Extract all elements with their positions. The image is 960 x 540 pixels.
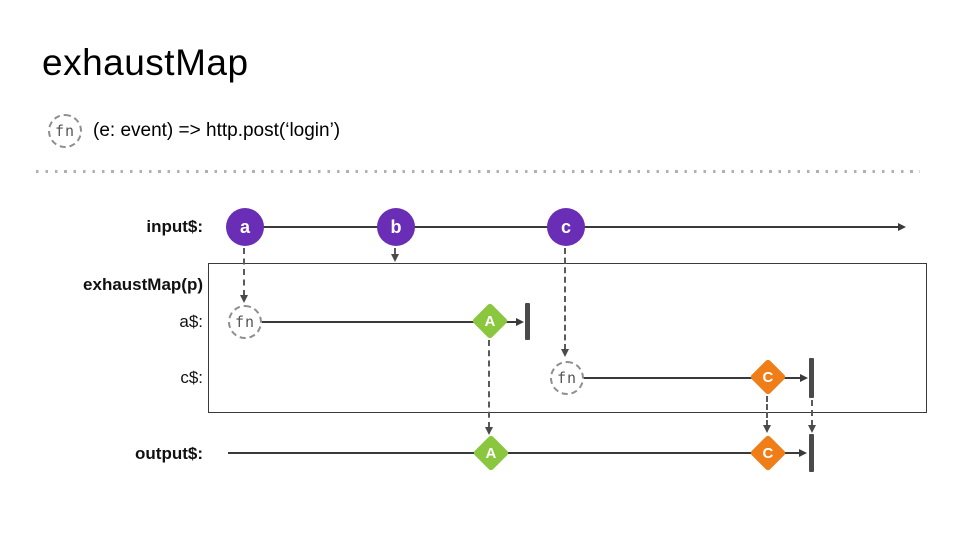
output-arrow-icon (799, 448, 807, 457)
drop-c-dashed-line (564, 248, 566, 350)
input-timeline-arrow-icon (898, 222, 906, 231)
fn-inner-a-label: fn (234, 313, 256, 331)
operator-box (208, 263, 927, 413)
marble-output-c-label: C (762, 444, 774, 462)
inner-a-stream-label: a$: (179, 312, 203, 331)
output-timeline (228, 452, 799, 454)
marble-output-a-label: A (485, 444, 497, 462)
drop-inner-c-dashed-line (766, 396, 768, 426)
drop-c-arrow-icon (560, 349, 569, 357)
inner-c-arrow-icon (800, 373, 808, 382)
drop-b-dashed-line (394, 248, 396, 256)
marble-inner-c-label: C (762, 368, 774, 386)
inner-a-complete-bar (525, 303, 530, 340)
marble-input-b-label: b (390, 216, 402, 237)
drop-inner-a-arrow-icon (484, 427, 493, 435)
output-stream-label: output$: (135, 444, 203, 463)
inner-c-complete-bar (809, 358, 814, 398)
drop-a-dashed-line (243, 248, 245, 296)
marble-input-a: a (226, 208, 264, 246)
marble-output-a: A (472, 434, 510, 472)
projection-formula: (e: event) => http.post(‘login’) (93, 120, 341, 141)
marble-output-c: C (749, 434, 787, 472)
output-complete-bar (809, 434, 814, 472)
inner-a-timeline (260, 321, 516, 323)
drop-inner-a-dashed-line (488, 340, 490, 428)
fn-legend-icon: fn (48, 114, 82, 148)
drop-a-arrow-icon (239, 295, 248, 303)
marble-inner-a-label: A (484, 312, 496, 330)
inner-c-timeline (582, 377, 800, 379)
operator-label: exhaustMap(p) (83, 275, 203, 294)
inner-a-arrow-icon (516, 317, 524, 326)
fn-inner-c-label: fn (556, 369, 578, 387)
input-stream-label: input$: (146, 217, 203, 236)
marble-input-b: b (377, 208, 415, 246)
drop-complete-arrow-icon (807, 425, 816, 433)
fn-inner-c-icon: fn (550, 361, 584, 395)
marble-input-c: c (547, 208, 585, 246)
drop-complete-dashed-line (811, 400, 813, 426)
marble-input-a-label: a (239, 216, 250, 237)
page-title: exhaustMap (42, 42, 249, 83)
fn-legend-label: fn (54, 122, 76, 140)
marble-input-c-label: c (560, 216, 571, 237)
inner-c-stream-label: c$: (180, 368, 203, 387)
fn-inner-a-icon: fn (228, 305, 262, 339)
drop-inner-c-arrow-icon (762, 425, 771, 433)
dotted-divider (36, 170, 920, 173)
drop-b-arrow-icon (390, 254, 399, 262)
